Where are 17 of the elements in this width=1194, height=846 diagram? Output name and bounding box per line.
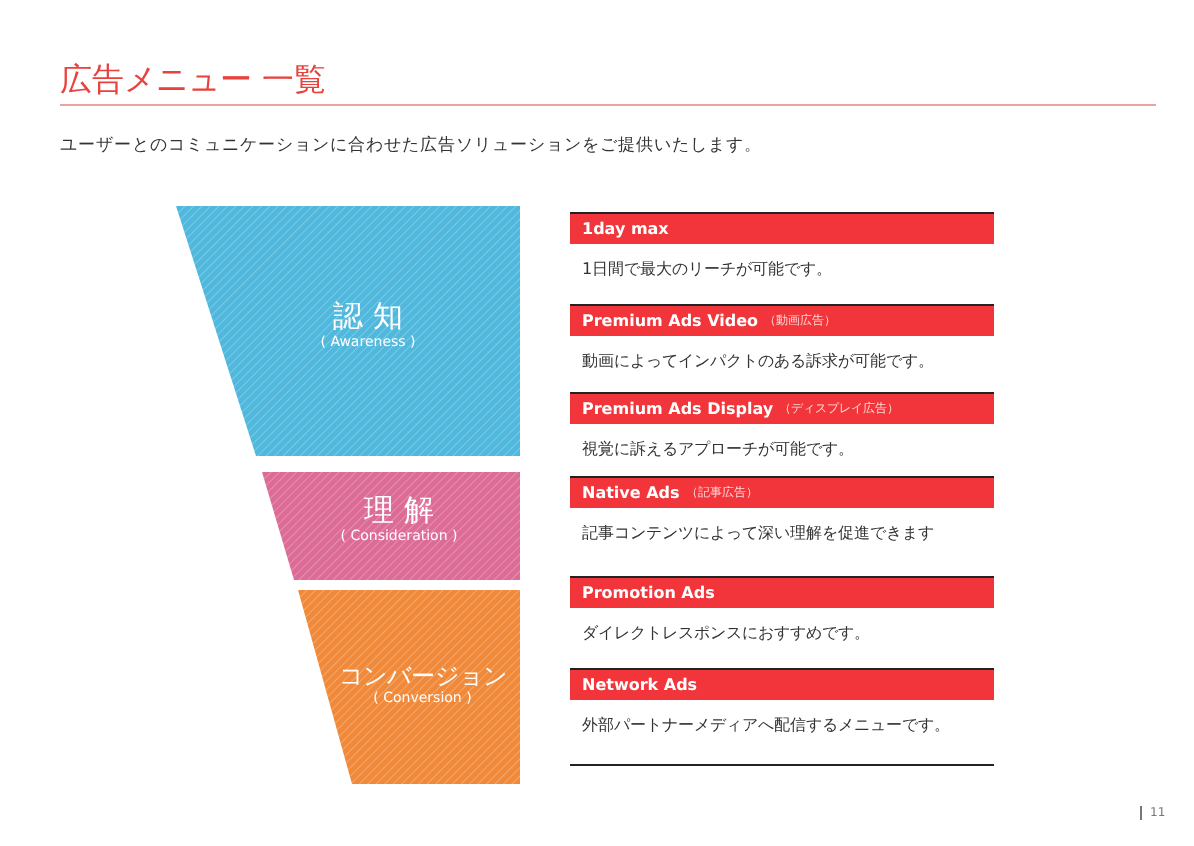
stage-title: 理 解 (362, 492, 436, 529)
item-title: 1day max (582, 220, 669, 238)
item-description: 1日間で最大のリーチが可能です。 (582, 258, 833, 280)
item-description: 外部パートナーメディアへ配信するメニューです。 (582, 714, 950, 736)
item-description: ダイレクトレスポンスにおすすめです。 (582, 622, 870, 644)
item-title: Premium Ads Display (582, 400, 774, 418)
stage-title: コンバージョン (336, 659, 509, 691)
item-description: 記事コンテンツによって深い理解を促進できます (582, 522, 934, 544)
item-title: Premium Ads Video (582, 312, 759, 330)
subtitle: ユーザーとのコミュニケーションに合わせた広告ソリューションをご提供いたします。 (60, 134, 762, 158)
title: 広告メニュー 一覧 (60, 60, 327, 102)
item-description: 動画によってインパクトのある訴求が可能です。 (582, 350, 934, 372)
stage-title: 認 知 (331, 297, 405, 335)
item-title: Native Ads (582, 484, 680, 502)
item-description: 視覚に訴えるアプローチが可能です。 (582, 438, 854, 460)
item-title: Promotion Ads (582, 584, 715, 602)
item-title: Network Ads (582, 676, 698, 694)
